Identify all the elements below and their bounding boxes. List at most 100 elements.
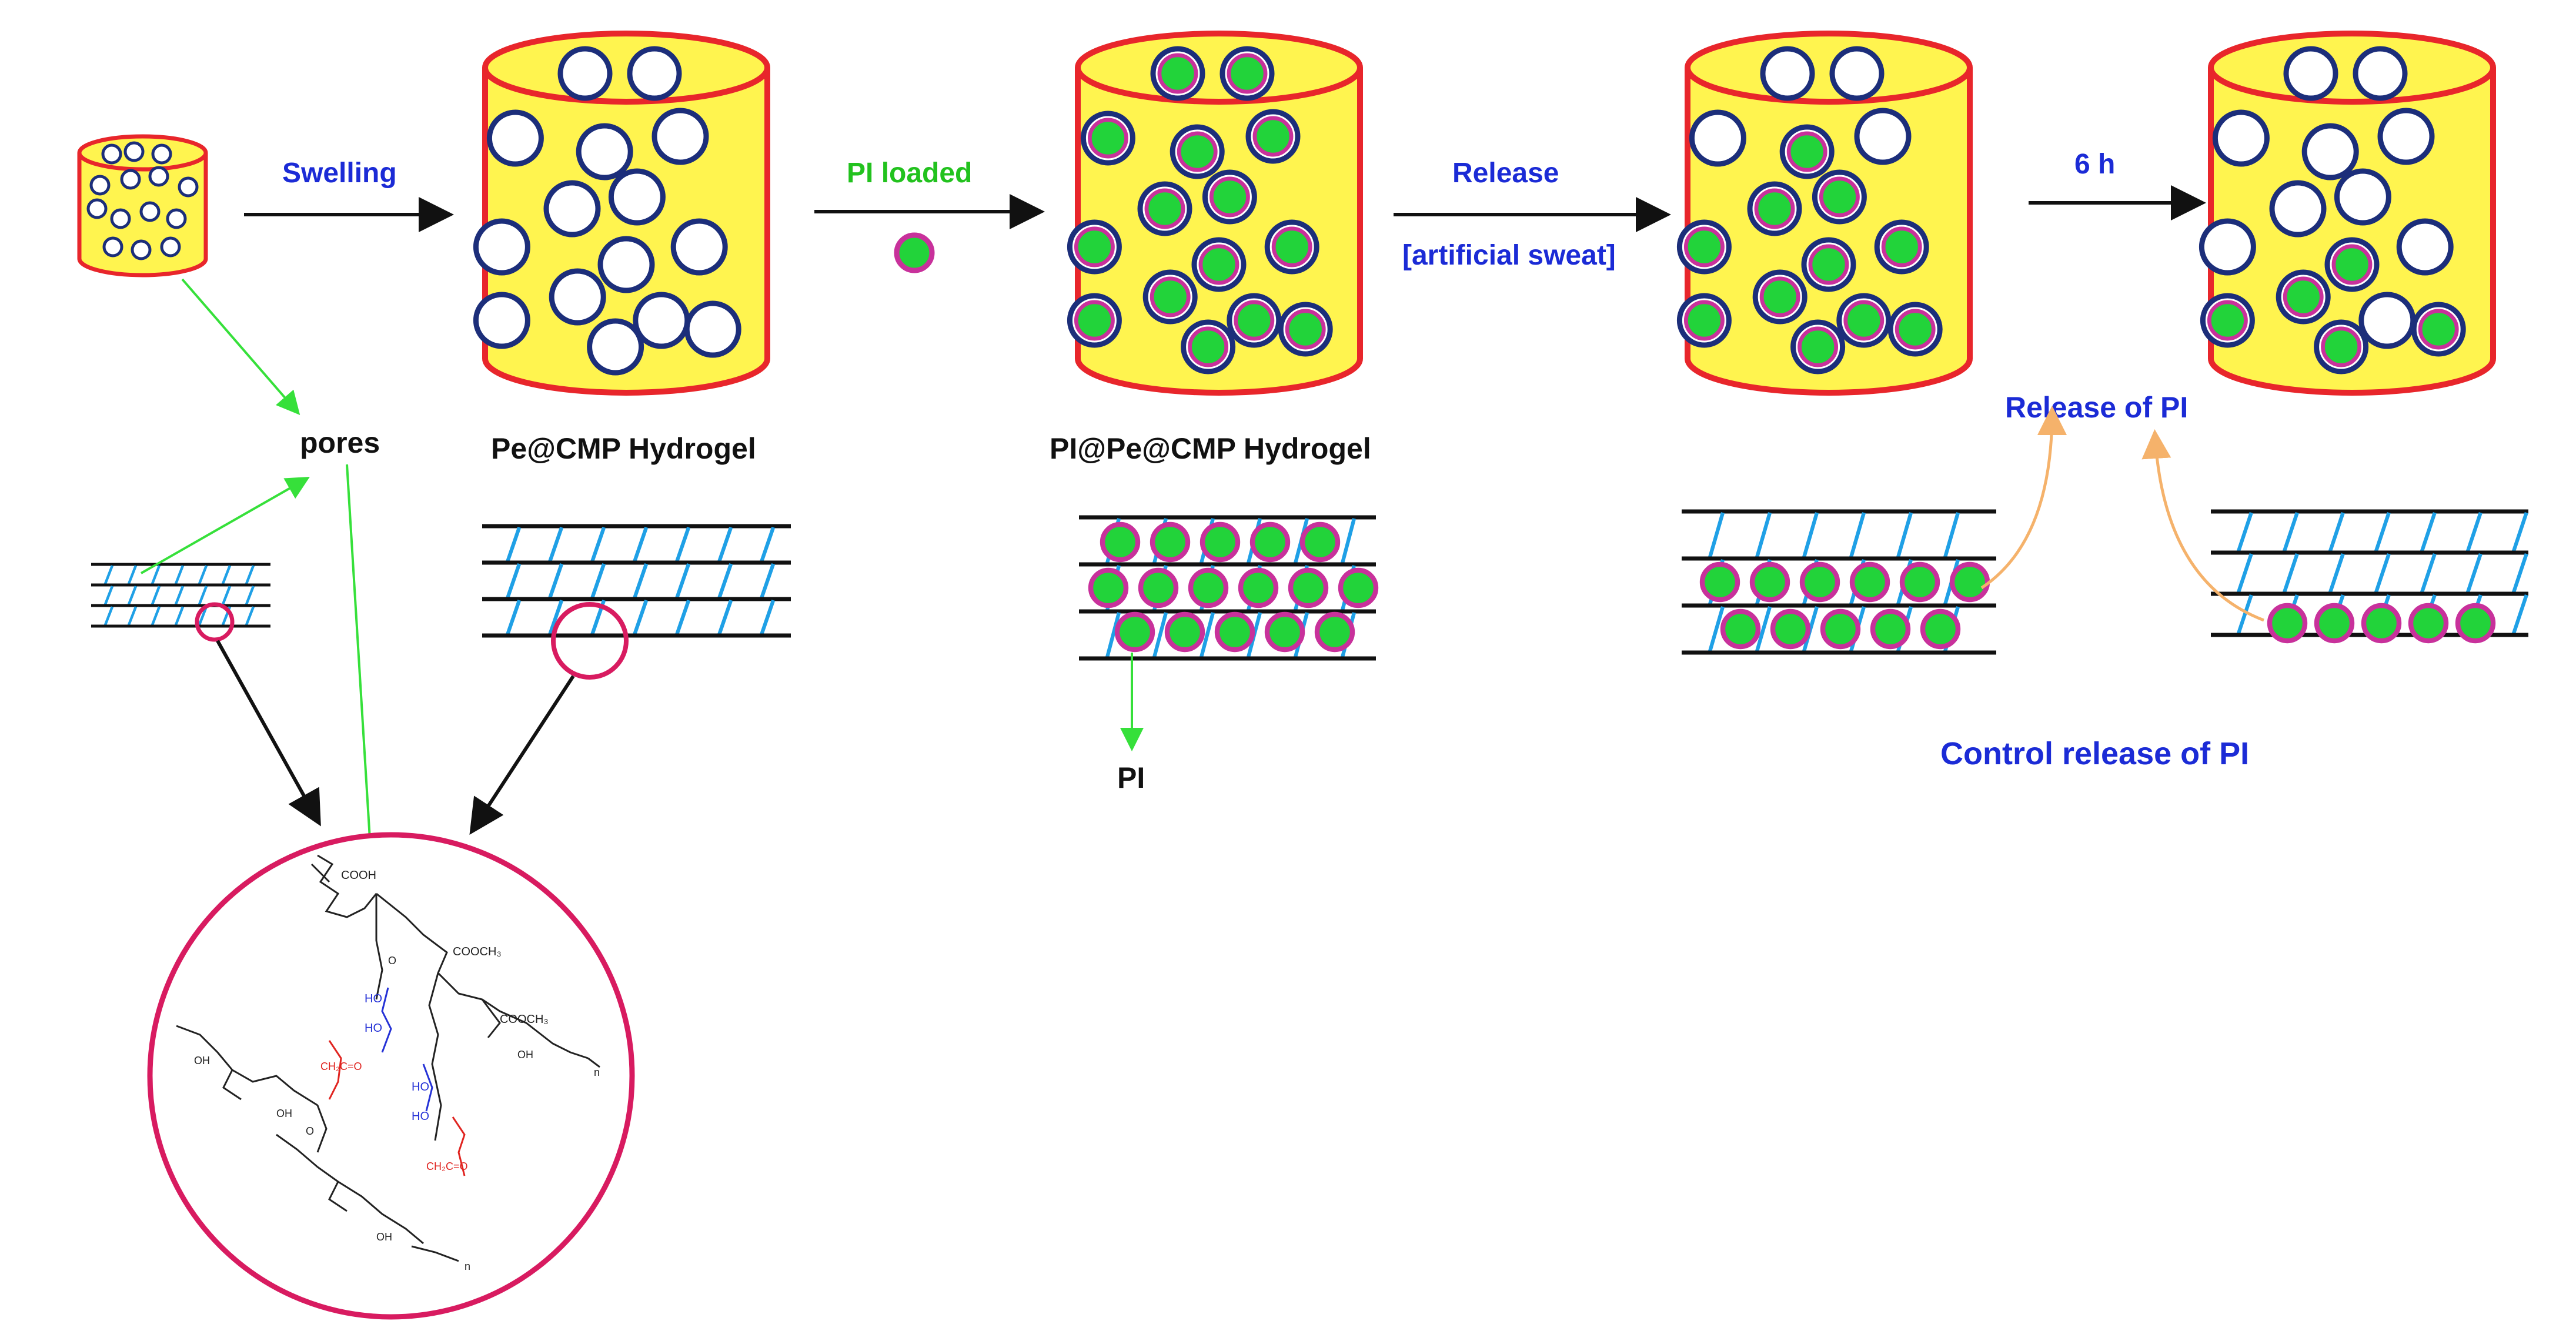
crosslink (221, 586, 232, 605)
empty-pore (110, 208, 131, 229)
drug-particle (1895, 309, 1936, 350)
empty-pore (120, 169, 141, 190)
empty-pore (148, 166, 169, 187)
drug-particle (2267, 603, 2308, 644)
drug-particle (1949, 561, 1990, 603)
crosslink (245, 565, 255, 584)
crosslink (2282, 512, 2299, 552)
crosslink (198, 586, 208, 605)
swelling-label: Swelling (282, 158, 397, 189)
crosslink (1199, 612, 1215, 658)
drug-particle (1227, 53, 1268, 94)
crosslink (2511, 594, 2528, 634)
empty-pore (2269, 180, 2327, 238)
ho-blue-3: HO (412, 1081, 429, 1093)
structure-zoom-circle (147, 832, 635, 1320)
empty-pore (473, 292, 530, 349)
crosslink (1943, 512, 1960, 558)
time-label: 6 h (2074, 149, 2115, 180)
drug-particle (1799, 561, 1840, 603)
ho-blue-2: HO (365, 1022, 382, 1035)
drug-particle (1209, 176, 1250, 218)
zoom-marker-small (195, 602, 235, 642)
ho-blue-1: HO (365, 992, 382, 1005)
crosslink (1755, 606, 1772, 652)
empty-pore (684, 300, 741, 358)
drug-particle (2314, 603, 2355, 644)
empty-pore (160, 236, 181, 257)
pores-label: pores (300, 426, 380, 459)
pi-pe-cmp-hydrogel-label: PI@Pe@CMP Hydrogel (1050, 432, 1371, 465)
crosslink (174, 586, 185, 605)
empty-pore (131, 239, 152, 260)
crosslink (2465, 553, 2483, 593)
o-atom-1: O (388, 955, 396, 967)
empty-pore (549, 268, 606, 326)
drug-particle (1087, 118, 1128, 159)
empty-pore (1760, 46, 1815, 101)
zoom-arrow-right (469, 675, 575, 835)
oh-group-4: OH (376, 1231, 392, 1243)
drug-particle (2455, 603, 2496, 644)
pe-cmp-hydrogel-label: Pe@CMP Hydrogel (491, 432, 756, 465)
empty-pore (178, 176, 199, 198)
drug-particle (1754, 188, 1795, 229)
cylinder-top (2208, 31, 2496, 105)
cooh-group: COOH (341, 869, 376, 882)
pores-pointer-from-cylinder (181, 278, 300, 416)
crosslink (245, 606, 255, 626)
empty-pore (123, 141, 145, 162)
crosslink (1340, 518, 1357, 564)
drug-particle (1759, 276, 1800, 317)
crosslink (174, 606, 185, 626)
crosslink (506, 563, 522, 599)
empty-pore (2358, 292, 2416, 349)
crosslink (245, 586, 255, 605)
crosslink (633, 563, 649, 599)
control-release-label: Control release of PI (1940, 736, 2249, 771)
drug-particle (1188, 326, 1229, 367)
empty-pore (2212, 109, 2270, 167)
crosslink (2511, 553, 2528, 593)
crosslink (760, 526, 776, 563)
crosslink (103, 565, 114, 584)
drug-particle (1074, 226, 1115, 267)
crosslink (103, 606, 114, 626)
empty-pore (576, 123, 633, 180)
empty-pore (102, 236, 123, 257)
release-curve-arrow-right (2141, 429, 2264, 622)
crosslink (1152, 612, 1168, 658)
drug-particle (1157, 53, 1198, 94)
oh-group-3: OH (517, 1049, 533, 1061)
empty-pore (151, 143, 172, 165)
drug-particle (1749, 561, 1790, 603)
crosslink (198, 606, 208, 626)
drug-particle (1271, 226, 1312, 267)
empty-pore (486, 109, 544, 167)
empty-pore (651, 108, 709, 165)
crosslink (151, 586, 161, 605)
crosslink (103, 586, 114, 605)
crosslink (127, 606, 138, 626)
drug-particle (1088, 567, 1129, 608)
crosslink (151, 606, 161, 626)
crosslink (590, 526, 606, 563)
crosslink (151, 565, 161, 584)
crosslink (1755, 512, 1772, 558)
drug-particle (1138, 567, 1179, 608)
empty-pore (89, 175, 111, 196)
drug-particle (1234, 300, 1275, 341)
crosslink (675, 599, 691, 636)
empty-pore (627, 46, 682, 101)
empty-pore (670, 218, 728, 276)
drug-particle (1770, 608, 1811, 650)
empty-pore (543, 180, 601, 238)
loaded-network-schematic (1079, 515, 1379, 661)
ho-blue-4: HO (412, 1110, 429, 1123)
drug-particle (1699, 561, 1740, 603)
cylinder-top (482, 31, 770, 105)
empty-pore (587, 318, 644, 376)
drug-particle (1820, 608, 1861, 650)
drug-particle (2207, 300, 2248, 341)
drug-particle (1249, 521, 1291, 563)
